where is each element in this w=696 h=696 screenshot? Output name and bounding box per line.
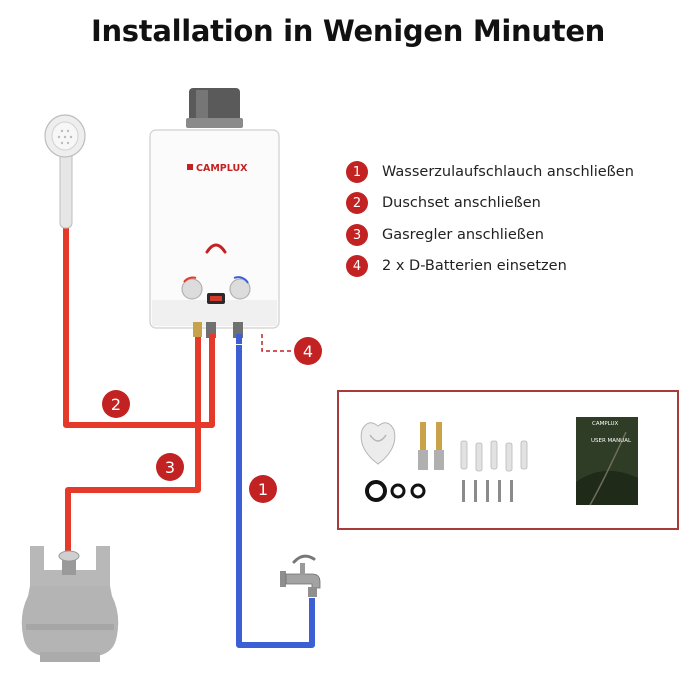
- step-4-number: 4: [346, 255, 368, 277]
- marker-gas-label: 3: [165, 458, 175, 477]
- battery-pointer: [261, 334, 294, 352]
- water-heater-icon: [149, 88, 280, 344]
- shower-hose: [63, 226, 215, 428]
- wall-anchor-icon: [418, 422, 444, 470]
- step-2-label: Duschset anschließen: [382, 195, 541, 211]
- shower-head-icon: [44, 114, 86, 229]
- screws-icon: [462, 480, 513, 502]
- marker-water-label: 1: [258, 480, 268, 499]
- water-hose: [236, 345, 315, 648]
- seal-rings-icon: [365, 480, 426, 502]
- step-4: 4 2 x D-Batterien einsetzen: [346, 254, 567, 278]
- manual-brand: CAMPLUX: [592, 421, 618, 427]
- marker-water: 1: [249, 475, 277, 503]
- water-tap-icon: [280, 554, 321, 597]
- step-3-number: 3: [346, 224, 368, 246]
- step-3-label: Gasregler anschließen: [382, 227, 544, 243]
- brand-logo: CAMPLUX: [196, 163, 248, 174]
- shower-holder-icon: [360, 422, 396, 465]
- marker-gas: 3: [156, 453, 184, 481]
- step-4-label: 2 x D-Batterien einsetzen: [382, 258, 567, 274]
- marker-battery: 4: [294, 337, 322, 365]
- marker-shower: 2: [102, 390, 130, 418]
- step-1-number: 1: [346, 161, 368, 183]
- page-title: Installation in Wenigen Minuten: [90, 14, 606, 48]
- step-2-number: 2: [346, 192, 368, 214]
- user-manual-icon: [576, 417, 638, 506]
- marker-shower-label: 2: [111, 395, 121, 414]
- step-3: 3 Gasregler anschließen: [346, 223, 544, 247]
- gas-hose: [65, 336, 201, 553]
- manual-title: USER MANUAL: [591, 438, 632, 444]
- step-1-label: Wasserzulaufschlauch anschließen: [382, 164, 634, 180]
- step-1: 1 Wasserzulaufschlauch anschließen: [346, 160, 634, 184]
- gas-bottle-icon: [21, 546, 119, 662]
- step-2: 2 Duschset anschließen: [346, 191, 541, 215]
- wall-plugs-icon: [460, 440, 528, 472]
- marker-battery-label: 4: [303, 342, 313, 361]
